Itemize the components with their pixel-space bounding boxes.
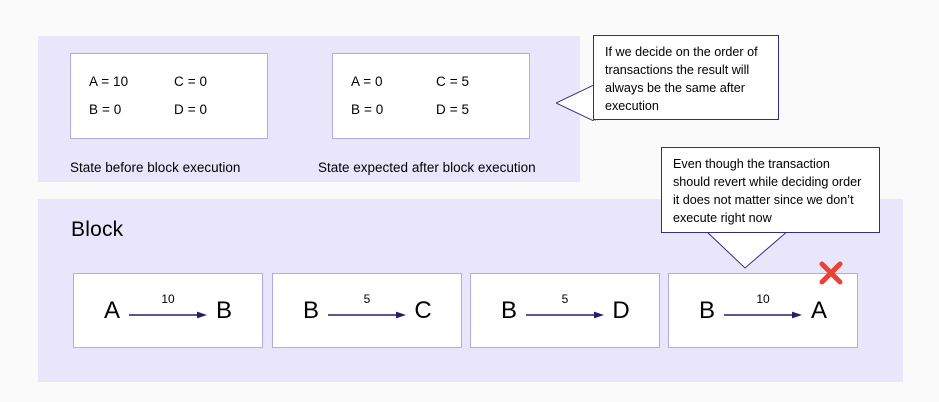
red-x-icon [819, 261, 843, 285]
transaction-card: A 10 B [73, 273, 263, 348]
transaction-from: B [698, 296, 715, 324]
transaction-card: B 5 D [470, 273, 660, 348]
block-title: Block [71, 218, 124, 241]
transaction-to: A [810, 296, 827, 324]
transaction-amount: 5 [561, 291, 569, 306]
transaction-arrow: 5 [526, 291, 604, 328]
state-card-after: A = 0 C = 5 B = 0 D = 5 [332, 53, 530, 139]
transaction-inner: B 5 C [273, 274, 461, 347]
state-caption-before: State before block execution [70, 160, 241, 175]
transaction-arrow: 5 [328, 291, 406, 328]
transaction-from: B [302, 296, 319, 324]
state-card-before: A = 10 C = 0 B = 0 D = 0 [70, 53, 268, 139]
transaction-arrow: 10 [724, 291, 802, 328]
transaction-to: C [414, 296, 432, 324]
state-grid-after: A = 0 C = 5 B = 0 D = 5 [333, 54, 529, 138]
state-entry-d-before: D = 0 [174, 102, 208, 118]
transaction-amount: 10 [161, 291, 175, 306]
arrow-right-icon [328, 311, 406, 318]
transaction-from: A [103, 296, 120, 324]
transaction-from: B [500, 296, 517, 324]
transaction-to: D [612, 296, 630, 324]
transaction-card: B 10 A [668, 273, 858, 348]
transaction-arrow: 10 [129, 291, 207, 328]
arrow-right-icon [526, 311, 604, 318]
state-entry-c-after: C = 5 [436, 74, 470, 90]
transaction-inner: B 10 A [669, 274, 857, 347]
transaction-amount: 5 [363, 291, 371, 306]
state-entry-b-before: B = 0 [89, 102, 122, 118]
state-entry-a-before: A = 10 [89, 74, 129, 90]
state-entry-a-after: A = 0 [351, 74, 383, 90]
state-entry-b-after: B = 0 [351, 102, 384, 118]
state-entry-d-after: D = 5 [436, 102, 470, 118]
state-grid-before: A = 10 C = 0 B = 0 D = 0 [71, 54, 267, 138]
callout-order: If we decide on the order of transaction… [593, 35, 779, 120]
arrow-right-icon [129, 311, 207, 318]
state-entry-c-before: C = 0 [174, 74, 208, 90]
callout-revert: Even though the transaction should rever… [661, 147, 880, 233]
transaction-inner: B 5 D [471, 274, 659, 347]
state-caption-after: State expected after block execution [318, 160, 536, 175]
transaction-card: B 5 C [272, 273, 462, 348]
transaction-to: B [215, 296, 232, 324]
transaction-amount: 10 [756, 291, 770, 306]
arrow-right-icon [724, 311, 802, 318]
transaction-inner: A 10 B [74, 274, 262, 347]
